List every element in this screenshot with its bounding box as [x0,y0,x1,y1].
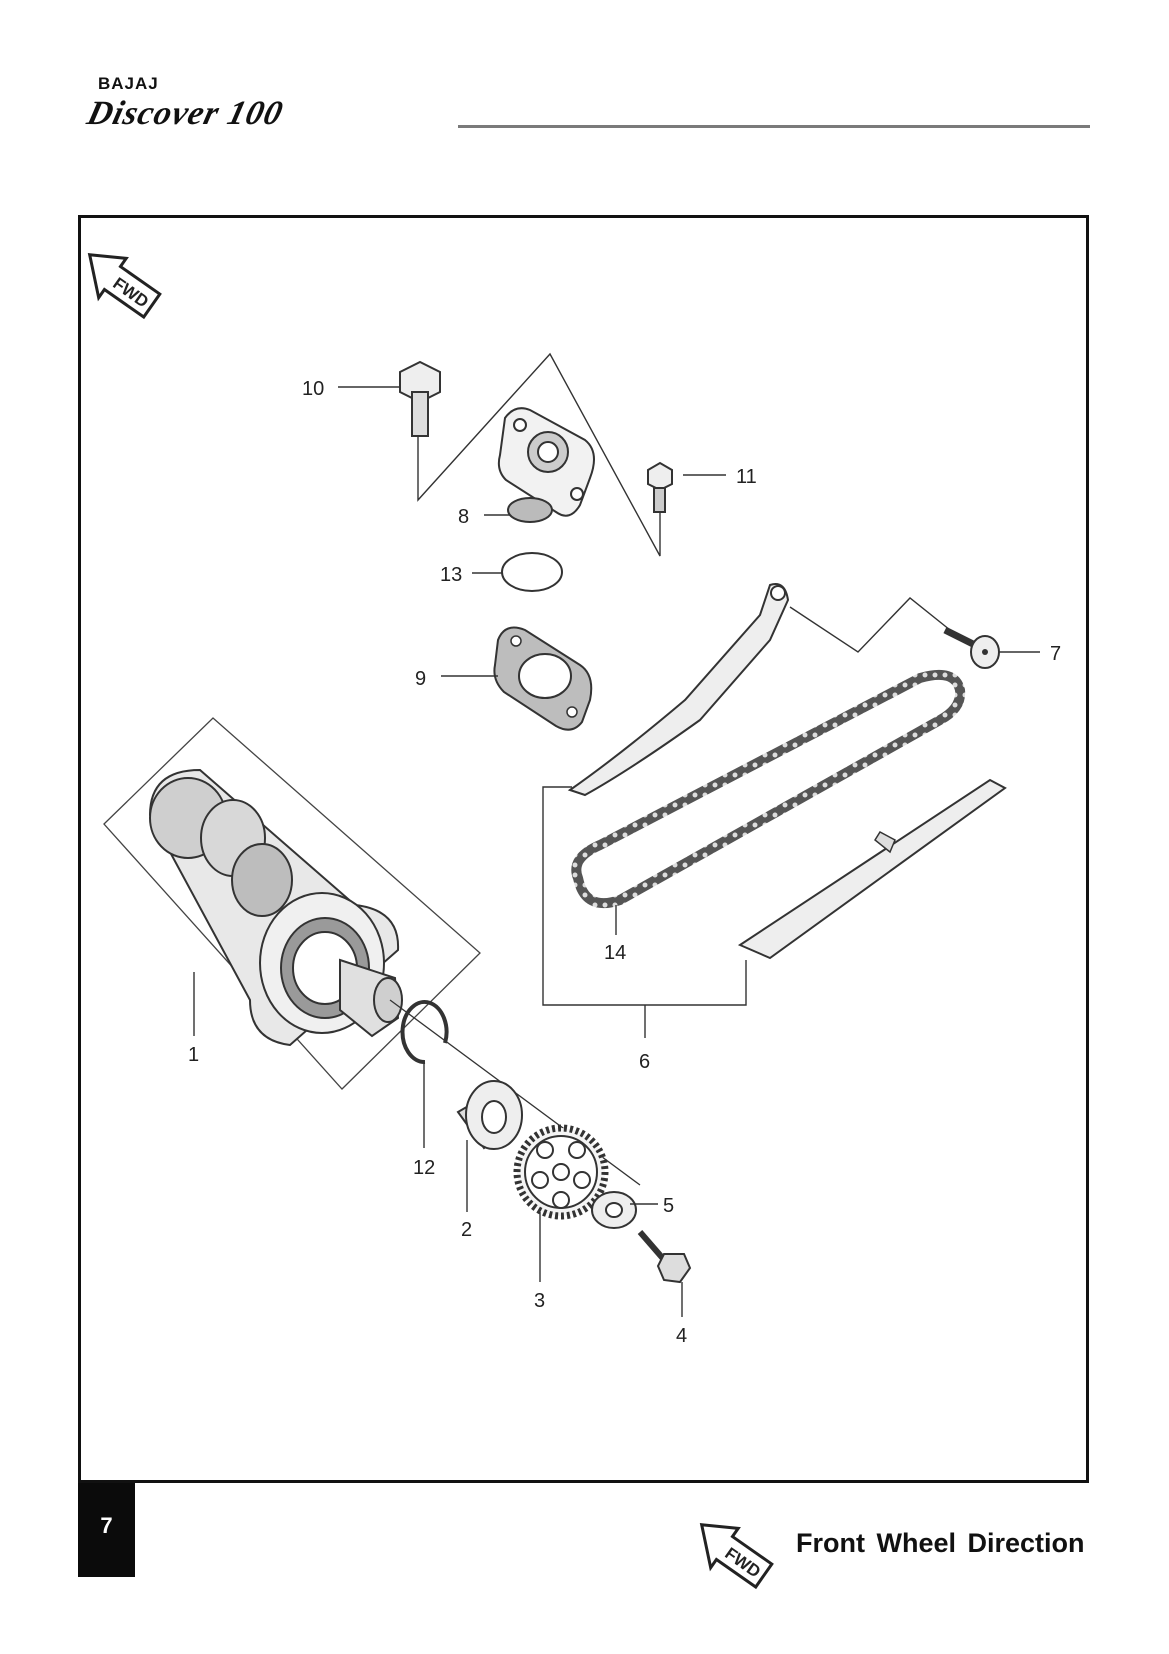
legend-fwd-arrow-icon: FWD [699,1523,774,1590]
part-label-10: 10 [302,378,324,400]
part-label-12: 12 [413,1157,435,1179]
header-rule [458,125,1090,128]
part-label-11: 11 [736,466,757,488]
part-label-14: 14 [604,942,626,964]
tensioner-bolt-part [399,360,441,437]
sprocket-bolt-part [637,1230,692,1284]
page-number-box: 7 [78,1483,135,1577]
page-number: 7 [100,1513,113,1538]
chain-tensioner-arm-part [567,583,790,797]
part-label-3: 3 [534,1290,545,1312]
part-label-6: 6 [639,1051,650,1073]
part-label-2: 2 [461,1219,472,1241]
camshaft-part [148,768,403,1047]
part-label-8: 8 [458,506,469,528]
tensioner-bracket-line [417,352,661,557]
part-label-13: 13 [440,564,462,586]
o-ring-part [501,552,563,592]
chain-guide-bracket [542,786,747,1006]
part-label-9: 9 [415,668,426,690]
sprocket-part [513,1124,609,1220]
part-label-4: 4 [676,1325,687,1347]
brand-name: BAJAJ [98,74,159,93]
part-label-7: 7 [1050,643,1061,665]
gasket-part [493,626,593,731]
part-label-5: 5 [663,1195,674,1217]
fwd-arrow-icon: FWD [87,253,162,320]
washer-part [591,1191,637,1229]
pivot-bolt-part [943,626,1000,669]
tensioner-body-part [497,407,595,523]
chain-guide-part [737,778,1007,960]
tensioner-small-bolt-part [647,461,673,513]
bearing-ring-part [456,1080,523,1150]
part-label-1: 1 [188,1044,199,1066]
cam-chain-part [571,670,966,909]
circlip-part [400,1000,449,1065]
legend-text: Front Wheel Direction [796,1528,1085,1558]
